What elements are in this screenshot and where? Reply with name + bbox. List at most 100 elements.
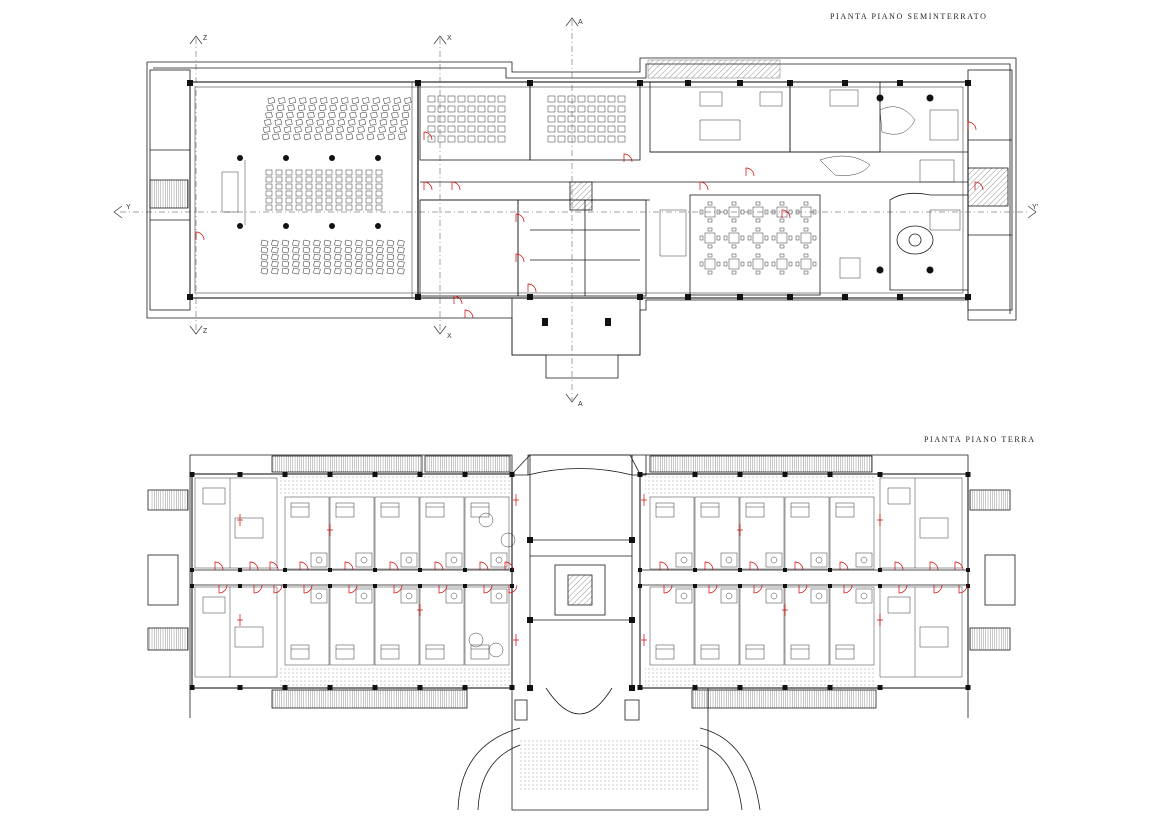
column: [637, 80, 643, 86]
seminar-desk: [597, 135, 606, 143]
section-label-y-prime: Y': [1032, 204, 1038, 211]
seminar-desk: [477, 105, 486, 113]
dining-chair: [779, 244, 785, 249]
dining-chair: [788, 261, 793, 267]
dining-chair: [699, 209, 704, 215]
auditorium-seat: [323, 267, 332, 275]
dining-chair: [716, 235, 721, 241]
auditorium-seat: [265, 190, 273, 197]
column: [878, 584, 882, 588]
column: [605, 318, 611, 326]
door-swing: [663, 584, 673, 594]
hotel-rooms: [194, 477, 963, 678]
auditorium-seat: [365, 197, 373, 204]
dining-chair: [779, 227, 785, 232]
guest-room: [329, 586, 375, 666]
auditorium-seat: [355, 183, 363, 190]
seminar-desk: [467, 115, 476, 123]
column: [783, 568, 787, 572]
column: [527, 80, 533, 86]
auditorium-seat: [365, 267, 374, 275]
auditorium-seat: [281, 253, 290, 261]
dining-table: [728, 206, 740, 218]
guest-bathroom: [855, 552, 873, 568]
auditorium-seat: [335, 176, 343, 183]
auditorium-seat: [365, 260, 374, 268]
dining-chair: [731, 244, 737, 249]
door-swing: [348, 584, 358, 594]
column: [372, 685, 378, 690]
seminar-desk: [547, 115, 556, 123]
auditorium-seat: [302, 246, 311, 254]
guest-room: [784, 496, 830, 570]
guest-room: [329, 496, 375, 570]
dining-chair: [755, 244, 761, 249]
auditorium-seat: [355, 190, 363, 197]
auditorium-seat: [282, 133, 291, 141]
seminar-desk: [567, 135, 576, 143]
auditorium-seat: [324, 133, 333, 141]
dining-chair: [771, 209, 776, 215]
sanitary-fixture: [405, 556, 413, 564]
dining-chair: [740, 209, 745, 215]
guest-bathroom: [310, 588, 328, 604]
section-label-a-bottom: A: [578, 401, 583, 408]
column: [462, 685, 468, 690]
column: [629, 537, 635, 543]
seminar-desk: [607, 95, 616, 103]
guest-bed: [470, 644, 490, 660]
column: [327, 472, 333, 477]
door-swing: [434, 561, 444, 571]
dining-chair: [812, 261, 817, 267]
auditorium-seat: [313, 246, 321, 254]
guest-bed: [425, 644, 445, 660]
column: [415, 80, 421, 86]
column: [238, 584, 242, 588]
guest-bed: [290, 644, 310, 660]
sanitary-fixture: [815, 592, 823, 600]
dining-chair: [731, 201, 737, 206]
auditorium-seat: [334, 260, 342, 268]
door-swing: [933, 584, 943, 594]
auditorium-seat: [292, 239, 300, 247]
column: [187, 80, 193, 86]
seminar-desk: [447, 95, 456, 103]
guest-bed: [835, 644, 855, 660]
auditorium-seat: [272, 133, 280, 141]
guest-bed: [745, 502, 765, 518]
auditorium-seat: [295, 190, 303, 197]
auditorium-seat: [357, 126, 365, 133]
guest-bathroom: [400, 588, 418, 604]
auditorium-seat: [355, 197, 363, 204]
seminar-desk: [477, 125, 486, 133]
dining-chair: [764, 261, 769, 267]
dining-chair: [740, 235, 745, 241]
auditorium-seat: [355, 204, 363, 211]
column: [637, 472, 643, 477]
column: [417, 685, 423, 690]
sanitary-fixture: [860, 556, 868, 564]
auditorium-seat: [386, 267, 395, 275]
auditorium-seat: [338, 111, 347, 119]
auditorium-seat: [335, 190, 343, 197]
auditorium-seat: [365, 169, 373, 176]
seminar-desk: [447, 135, 456, 143]
column: [372, 472, 378, 477]
seminar-desk: [587, 125, 596, 133]
guest-bathroom: [490, 588, 508, 604]
door-swing: [479, 561, 489, 571]
basement-plan-title: PIANTA PIANO SEMINTERRATO: [830, 12, 988, 21]
auditorium-seat: [292, 253, 300, 261]
ground-plan-title: PIANTA PIANO TERRA: [924, 435, 1036, 444]
auditorium-seat: [323, 246, 332, 254]
dining-table: [776, 258, 788, 270]
stage-podium: [221, 171, 239, 213]
door-swing: [708, 584, 718, 594]
door-swing: [798, 584, 808, 594]
door-swing: [299, 561, 309, 571]
auditorium-seat: [292, 246, 300, 254]
sanitary-fixture: [495, 592, 503, 600]
sanitary-fixture: [450, 592, 458, 600]
auditorium-seat: [346, 126, 355, 133]
